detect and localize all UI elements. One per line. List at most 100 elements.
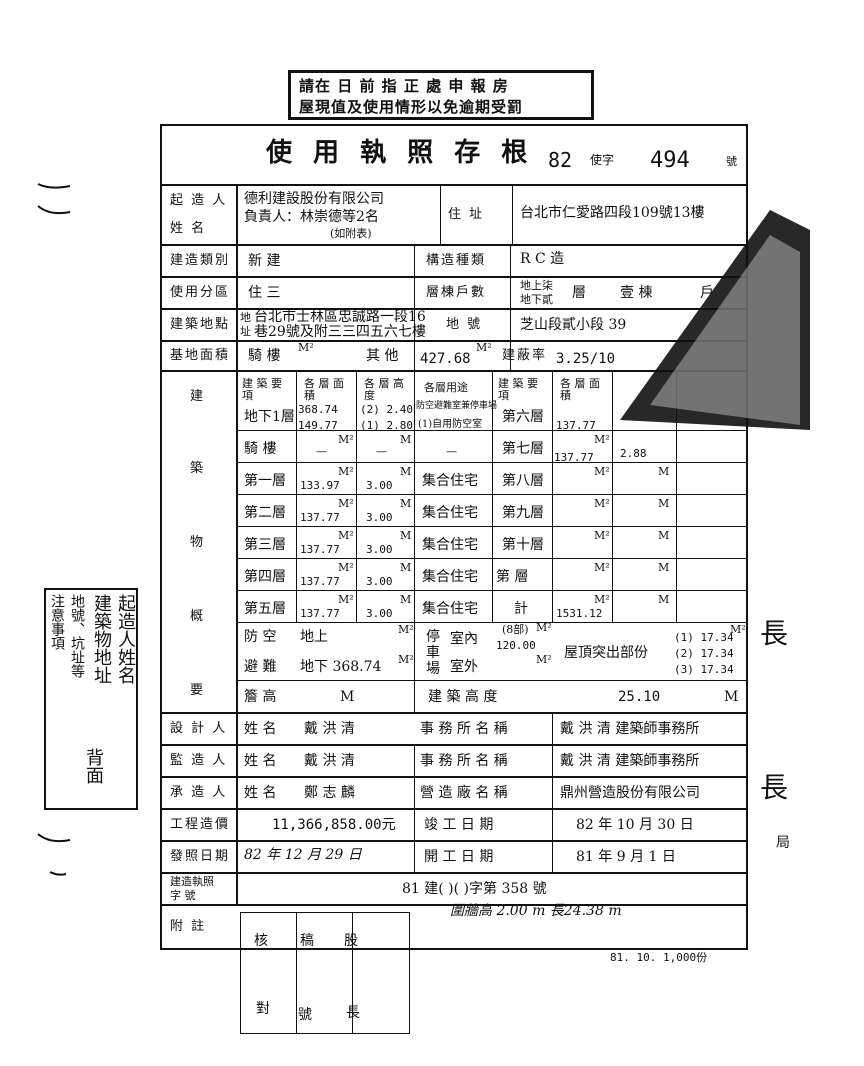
floor-label: 第三層 bbox=[244, 537, 286, 553]
floor-label-r9: 第九層 bbox=[502, 505, 544, 521]
floor-use: 集合住宅 bbox=[422, 473, 478, 489]
floor-label: 第二層 bbox=[244, 505, 286, 521]
floor-label: 第四層 bbox=[244, 569, 286, 585]
permit-suffix: 號 bbox=[726, 155, 737, 168]
floor-label-rx: 第 層 bbox=[496, 569, 529, 585]
floor-label: 騎 樓 bbox=[244, 441, 277, 457]
head-area-right: 各 層 面 積 bbox=[560, 377, 600, 402]
unit-m: M bbox=[400, 497, 412, 510]
zone-label: 使用分區 bbox=[170, 285, 231, 300]
supervisor-office: 戴 洪 清 建築師事務所 bbox=[560, 753, 700, 769]
coverage-label: 建蔽率 bbox=[502, 348, 548, 363]
unit-m2: M² bbox=[338, 433, 354, 446]
side-note-col4: 注意事項 bbox=[49, 594, 65, 650]
start-date: 81 年 9 月 1 日 bbox=[576, 849, 676, 865]
lot-label: 地 號 bbox=[446, 317, 483, 332]
parking-label-c: 場 bbox=[426, 661, 440, 677]
completion-label: 竣 工 日 期 bbox=[424, 817, 494, 833]
side-note-col2: 建築物地址 bbox=[91, 594, 112, 684]
stamp-cell-1: 核 bbox=[254, 933, 268, 949]
designer-office: 戴 洪 清 建築師事務所 bbox=[560, 721, 700, 737]
stamp-line-1: 請在 日 前 指 正 處 申 報 房 bbox=[299, 77, 509, 95]
builder-label: 起 造 人 bbox=[170, 193, 228, 208]
builder-company: 德利建設股份有限公司 bbox=[244, 191, 384, 207]
designer-name-label: 姓 名 bbox=[244, 721, 277, 737]
cost-label: 工程造價 bbox=[170, 817, 231, 832]
floor-use: 集合住宅 bbox=[422, 537, 478, 553]
floor-label: 第一層 bbox=[244, 473, 286, 489]
unit-m: M bbox=[400, 593, 412, 606]
floor-label-r6: 第六層 bbox=[502, 409, 544, 425]
unit-m2: M² bbox=[594, 433, 610, 446]
floor-area: 368.74 bbox=[298, 403, 338, 416]
floor-area: — bbox=[316, 445, 327, 458]
roof-value-3: (3) 17.34 bbox=[674, 663, 734, 676]
site-area-label: 基地面積 bbox=[170, 348, 231, 363]
stamp-line-2: 屋現值及使用情形以免逾期受罰 bbox=[299, 98, 524, 116]
shelter-below: 地下 368.74 bbox=[300, 659, 382, 675]
floor-use: 集合住宅 bbox=[422, 505, 478, 521]
approval-stamp-box bbox=[240, 912, 410, 1034]
permit-year: 82 bbox=[548, 148, 573, 172]
contractor-office: 鼎州營造股份有限公司 bbox=[560, 785, 700, 801]
stamp-cell-6: 號 bbox=[298, 1007, 312, 1023]
floor-use-2: (1)自用防空室 bbox=[418, 419, 483, 430]
unit-m2: M² bbox=[594, 465, 610, 478]
seal-stamp bbox=[610, 190, 810, 430]
shelter-label-b: 避 難 bbox=[244, 659, 277, 675]
floor-area: 137.77 bbox=[300, 607, 340, 620]
floor-label-total: 計 bbox=[514, 601, 528, 617]
issue-date: 82 年 12 月 29 日 bbox=[244, 847, 362, 863]
side-note-back: 背面 bbox=[83, 748, 104, 784]
floor-use: 集合住宅 bbox=[422, 569, 478, 585]
parking-note: (8部) bbox=[502, 623, 529, 636]
contractor-name-label: 姓 名 bbox=[244, 785, 277, 801]
contractor-office-label: 營 造 廠 名 稱 bbox=[420, 785, 508, 801]
stamp-cell-3: 股 bbox=[344, 933, 358, 949]
floor-label: 第五層 bbox=[244, 601, 286, 617]
parking-out-unit: M² bbox=[536, 653, 552, 666]
floor-height: 3.00 bbox=[366, 607, 393, 620]
roof-value-1: (1) 17.34 bbox=[674, 631, 734, 644]
structure-label: 構造種類 bbox=[426, 253, 487, 268]
floor-height-2: (1) 2.80 bbox=[360, 419, 413, 432]
zone-value: 住 三 bbox=[248, 285, 281, 301]
permit-number: 494 bbox=[650, 148, 690, 173]
floor-area: 137.77 bbox=[300, 511, 340, 524]
eave-label: 簷 高 bbox=[244, 689, 277, 705]
floors-above: 地上柒 bbox=[520, 279, 553, 292]
unit-m: M bbox=[400, 561, 412, 574]
parking-label-b: 車 bbox=[426, 645, 440, 661]
supervisor-name: 戴 洪 清 bbox=[304, 753, 355, 769]
build-type-label: 建造類別 bbox=[170, 253, 231, 268]
unit-m2: M² bbox=[594, 529, 610, 542]
height-label: 建 築 高 度 bbox=[428, 689, 498, 705]
floor-area-2: 149.77 bbox=[298, 419, 338, 432]
notes-label: 附 註 bbox=[170, 919, 207, 934]
shelter-label-a: 防 空 bbox=[244, 629, 277, 645]
designer-name: 戴 洪 清 bbox=[304, 721, 355, 737]
arcade-unit: M² bbox=[298, 341, 314, 354]
site-line-1: 台北市士林區忠誠路一段16 bbox=[254, 309, 426, 325]
roof-value-2: (2) 17.34 bbox=[674, 647, 734, 660]
margin-marks bbox=[37, 183, 71, 876]
floor-area: 137.77 bbox=[300, 575, 340, 588]
floor-height: (2) 2.40 bbox=[360, 403, 413, 416]
side-note-col3: 地號、坑址等 bbox=[69, 594, 85, 678]
unit-m: M bbox=[658, 561, 670, 574]
shelter-above-unit: M² bbox=[398, 623, 414, 636]
builder-rep: 負責人：林崇德等2名 bbox=[244, 209, 379, 225]
stamp-cell-5: 對 bbox=[256, 1001, 270, 1017]
unit-m2: M² bbox=[338, 497, 354, 510]
completion-date: 82 年 10 月 30 日 bbox=[576, 817, 694, 833]
unit-m: M bbox=[658, 593, 670, 606]
floor-use: 集合住宅 bbox=[422, 601, 478, 617]
page-title: 使 用 執 照 存 根 bbox=[266, 138, 534, 168]
floor-label: 地下1層 bbox=[244, 409, 295, 425]
building-side-3: 物 bbox=[190, 535, 206, 550]
print-run: 81. 10. 1,000份 bbox=[610, 951, 708, 964]
unit-m2: M² bbox=[594, 561, 610, 574]
floor-label-r10: 第十層 bbox=[502, 537, 544, 553]
site-line-2: 巷29號及附三三四五六七樓 bbox=[254, 324, 426, 340]
floor-height: 3.00 bbox=[366, 479, 393, 492]
